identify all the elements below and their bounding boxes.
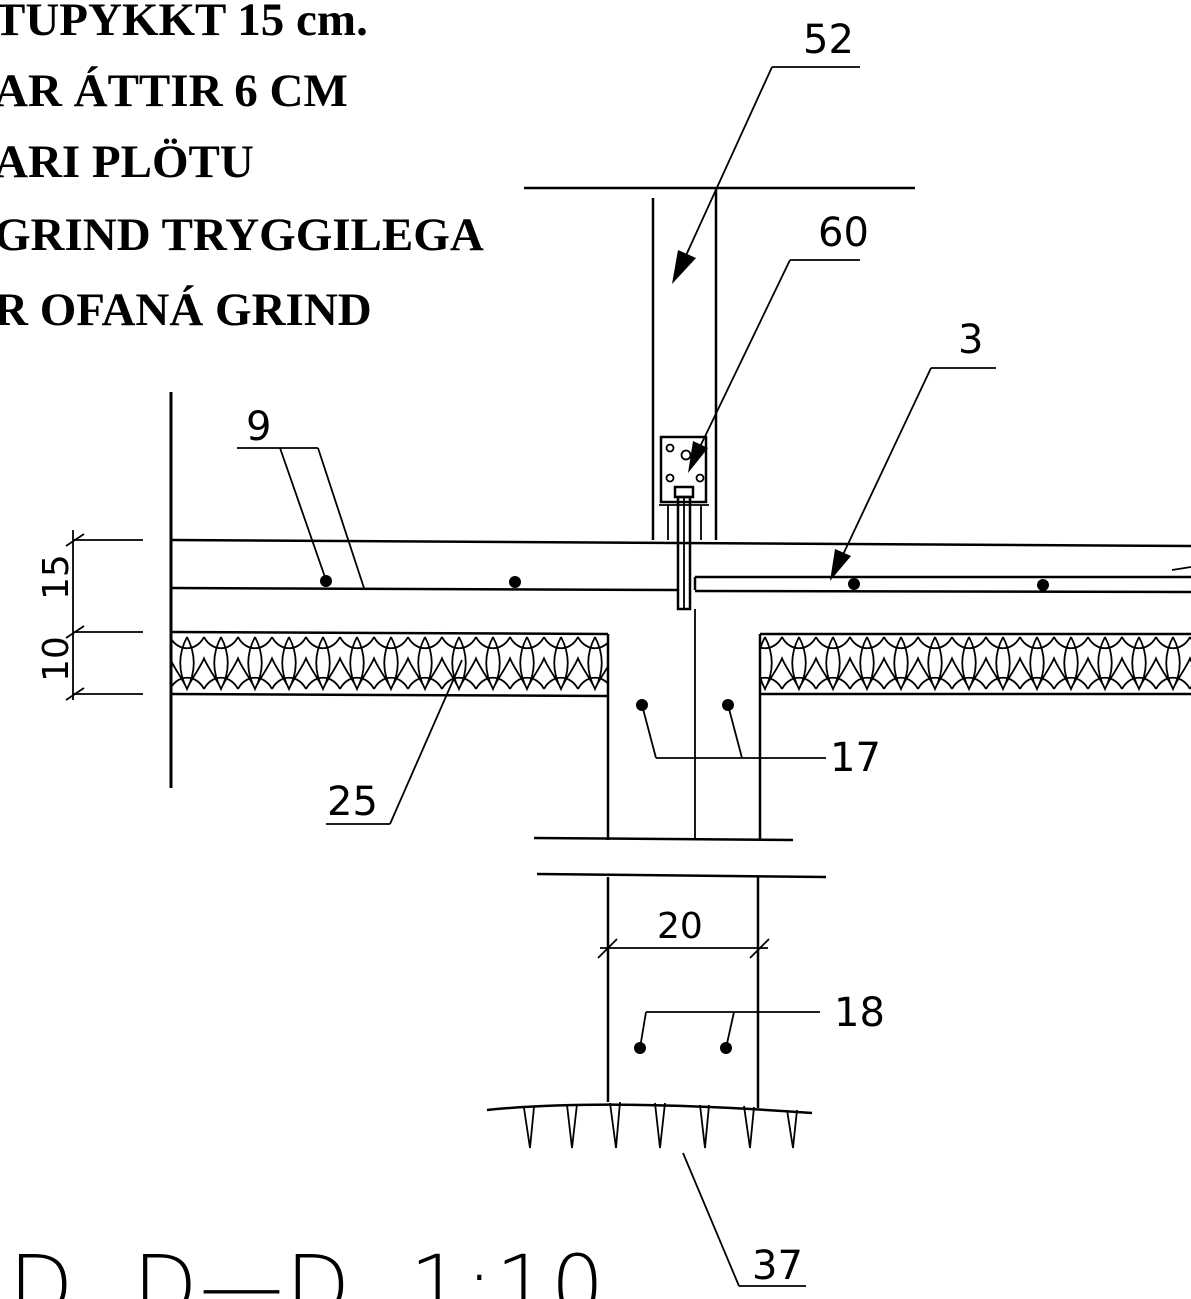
dimension-10: 10: [36, 636, 77, 682]
anchor-bracket: [659, 435, 708, 611]
note-line-3: ARI PLÖTU: [0, 136, 254, 188]
section-title: ID D—D 1:10: [0, 1237, 606, 1299]
label-60: 60: [818, 210, 869, 256]
label-17: 17: [830, 735, 881, 781]
leader-18: 18: [639, 990, 885, 1049]
floor-slab: [170, 538, 1191, 636]
label-25: 25: [327, 779, 378, 825]
horizontal-dimension: 20: [597, 906, 770, 959]
note-line-4: GRIND TRYGGILEGA: [0, 209, 484, 261]
dimension-20: 20: [657, 906, 703, 947]
note-line-1: TUPYKKT 15 cm.: [0, 0, 368, 46]
insulation-layers: [170, 634, 1191, 698]
label-37: 37: [752, 1243, 803, 1289]
ground-hatch: [486, 1101, 813, 1149]
leader-60: 60: [688, 210, 869, 473]
dimension-15: 15: [36, 554, 77, 600]
label-52: 52: [803, 17, 854, 63]
notes-block: TUPYKKT 15 cm. AR ÁTTIR 6 CM ARI PLÖTU G…: [0, 0, 484, 336]
leader-3: 3: [830, 317, 996, 581]
leader-37: 37: [682, 1152, 806, 1289]
note-line-5: R OFANÁ GRIND: [0, 284, 372, 336]
label-3: 3: [958, 317, 983, 363]
leader-25: 25: [326, 659, 463, 825]
vertical-dimensions: 15 10: [36, 530, 143, 701]
foundation-wall-upper: [533, 609, 827, 879]
leader-17: 17: [641, 704, 881, 781]
leader-52: 52: [672, 17, 860, 284]
label-9: 9: [246, 404, 271, 450]
slab-rebars: [320, 575, 1049, 591]
label-18: 18: [834, 990, 885, 1036]
leader-9: 9: [237, 404, 365, 589]
wall-post: [524, 186, 915, 540]
note-line-2: AR ÁTTIR 6 CM: [0, 65, 348, 117]
foundation-footing: [606, 877, 760, 1108]
